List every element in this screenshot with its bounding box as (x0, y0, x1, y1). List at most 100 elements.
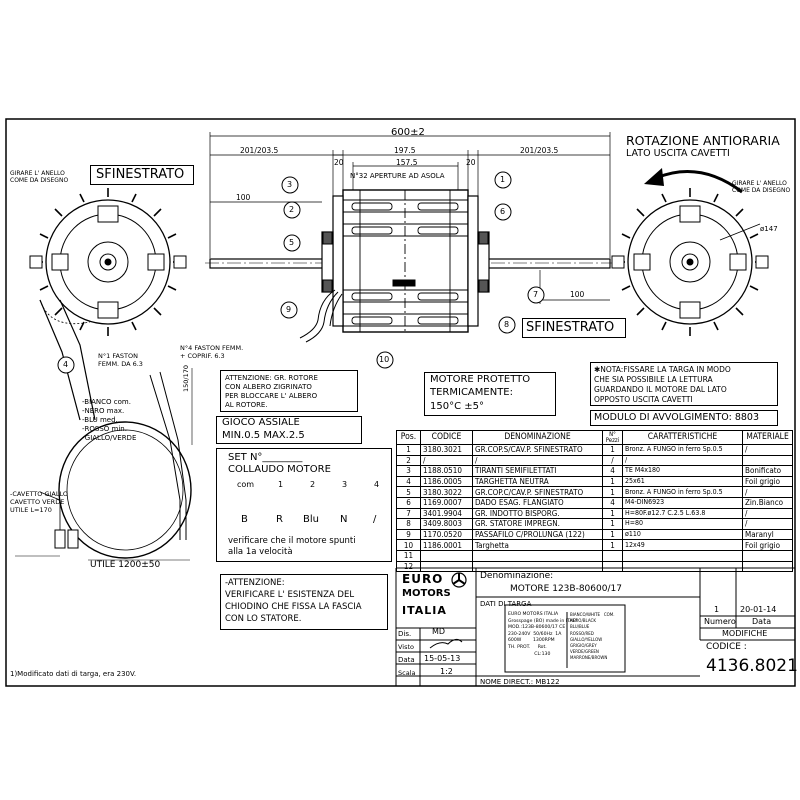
revision-numero-label: Numero (704, 617, 736, 626)
bom-cell-material (742, 454, 793, 467)
bom-cell-code: 3401.9904 (420, 507, 473, 520)
test-terminal-com: com (237, 480, 255, 489)
note-1: ✱NOTA:FISSARE LA TARGA IN MODO (594, 365, 731, 374)
dati-targa-label: DATI DI TARGA (480, 600, 532, 608)
bom-cell-features (622, 549, 743, 562)
nameplate-wire-line: GIALLO/YELLOW (570, 636, 603, 642)
bom-cell-code: 1170.0520 (420, 528, 473, 541)
bom-cell-features (622, 560, 743, 573)
bom-row: 2//// (396, 454, 793, 467)
bom-cell-material: / (742, 486, 793, 498)
faston-one-2: FEMM. DA 6.3 (98, 360, 143, 368)
bom-header-qty: N° Pezzi (602, 430, 623, 445)
bom-cell-code: / (420, 454, 473, 467)
right-end-view (611, 188, 769, 336)
test-terminal-2: 2 (310, 480, 316, 489)
bom-cell-pos: 5 (396, 486, 421, 498)
bom-cell-material: / (742, 507, 793, 520)
wire-red: -ROSSO min. (82, 425, 127, 433)
test-letter-r: R (276, 514, 283, 525)
callout-4: 4 (63, 360, 69, 369)
faston-four-1: N°4 FASTON FEMM. (180, 344, 244, 352)
bom-table: Pos. CODICE DENOMINAZIONE N° Pezzi CARAT… (396, 430, 793, 573)
dis-label: Dis. (398, 630, 412, 638)
dim-overall: 600±2 (391, 127, 425, 138)
test-set: SET N°________ (228, 452, 303, 463)
bom-cell-qty: / (602, 454, 623, 467)
logo-motors: MOTORS (402, 588, 451, 599)
nameplate-wire-line: MARRONE/BROWN (570, 655, 608, 661)
wire-yellow-green: -GIALLO/VERDE (82, 434, 137, 442)
data-value: 15-05-13 (424, 654, 461, 663)
rotation-arrow-head (644, 168, 664, 186)
scala-label: Scala (398, 669, 416, 677)
cable-note-1: -CAVETTO GIALLO (10, 490, 69, 498)
dim-gap-left: 20 (334, 158, 344, 167)
bom-cell-material: / (742, 444, 793, 456)
bom-cell-features: 25x61 (622, 475, 743, 488)
nameplate-line: 600W 1300RPM (508, 638, 555, 644)
bom-cell-material: Bonificato (742, 465, 793, 477)
nameplate-wire-line: NERO/BLACK (570, 618, 596, 624)
revision-date: 20-01-14 (740, 605, 777, 614)
bom-header-material: MATERIALE (742, 430, 793, 445)
fan-logo-icon (451, 572, 467, 588)
bom-cell-qty (602, 549, 623, 562)
bom-cell-features: Bronz. A FUNGO in ferro Sp.0.5 (622, 486, 743, 498)
bom-cell-qty: 1 (602, 444, 623, 456)
bom-cell-features: ø110 (622, 528, 743, 541)
bom-cell-name: DADO ESAG. FLANGIATO (472, 496, 603, 509)
revision-data-label: Data (752, 617, 772, 626)
callout-7: 7 (533, 290, 539, 299)
bom-cell-code: 1186.0001 (420, 539, 473, 551)
motor-side-view (205, 189, 615, 343)
bom-cell-code: 3409.8003 (420, 518, 473, 530)
bom-cell-features: TE M4x180 (622, 465, 743, 477)
bom-cell-name: TARGHETTA NEUTRA (472, 475, 603, 488)
dim-left-shaft: 201/203.5 (240, 146, 279, 155)
bom-cell-name: / (472, 454, 603, 467)
axial-play-1: GIOCO ASSIALE (222, 417, 300, 428)
bom-cell-pos: 6 (396, 496, 421, 509)
dim-lead-length: 150/170 (182, 364, 190, 392)
sfinestrato-right-label: SFINESTRATO (526, 320, 615, 335)
bom-cell-pos: 1 (396, 444, 421, 456)
nameplate-wire-line: BIANCO/WHITE COM. (570, 612, 615, 617)
data-label: Data (398, 656, 415, 664)
test-letter-n: N (340, 514, 348, 525)
bom-header-row: Pos. CODICE DENOMINAZIONE N° Pezzi CARAT… (396, 430, 793, 445)
test-verify-1: verificare che il motore spunti (228, 536, 356, 546)
bom-cell-qty (602, 560, 623, 573)
bom-cell-code (420, 560, 473, 573)
bom-row: 12 (396, 560, 793, 573)
bom-cell-name (472, 549, 603, 562)
bom-cell-qty: 4 (602, 465, 623, 477)
bom-cell-pos: 2 (396, 454, 421, 467)
callout-3: 3 (287, 180, 293, 189)
visto-label: Visto (398, 643, 415, 651)
logo-italia: ITALIA (402, 604, 447, 617)
denominazione-label: Denominazione: (480, 571, 554, 581)
callout-2: 2 (289, 205, 295, 214)
bom-cell-qty: 1 (602, 539, 623, 551)
bom-cell-features: Bronz. A FUNGO in ferro Sp.0.5 (622, 444, 743, 456)
test-terminal-4: 4 (374, 480, 380, 489)
bom-cell-code: 1186.0005 (420, 475, 473, 488)
nome-direct: NOME DIRECT.: MB122 (480, 678, 560, 686)
callout-9: 9 (286, 305, 292, 314)
attention-fascia-2: VERIFICARE L' ESISTENZA DEL (225, 590, 355, 600)
bom-cell-material: Maranyl (742, 528, 793, 541)
axial-play-2: MIN.0.5 MAX.2.5 (222, 430, 305, 441)
attention-rotor-3: PER BLOCCARE L' ALBERO (225, 392, 318, 400)
bom-cell-pos: 10 (396, 539, 421, 551)
ring-note-right-1: GIRARE L' ANELLO (732, 180, 787, 187)
test-terminal-1: 1 (278, 480, 284, 489)
bom-cell-qty: 1 (602, 486, 623, 498)
faston-one-1: N°1 FASTON (98, 352, 138, 360)
test-letter-b: B (241, 514, 248, 525)
